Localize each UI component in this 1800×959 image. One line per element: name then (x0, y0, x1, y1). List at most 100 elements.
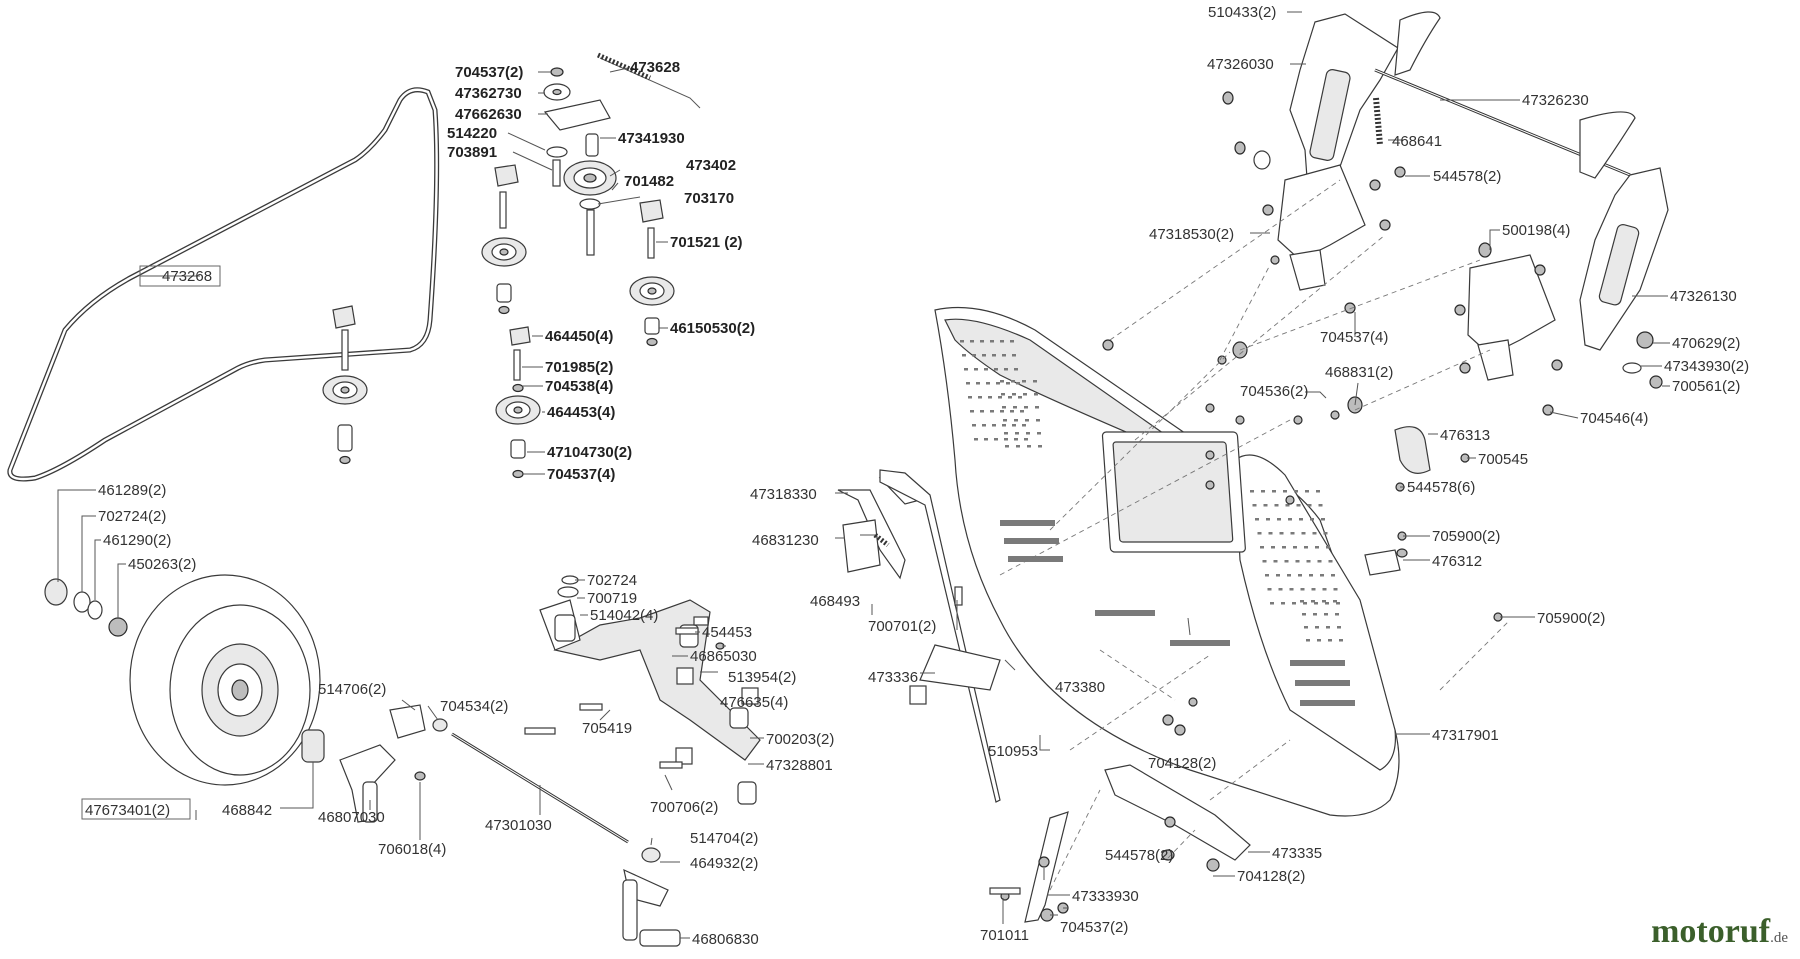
label-47301030: 47301030 (485, 817, 552, 834)
panel-perforation (992, 424, 996, 427)
panel-perforation (1027, 445, 1031, 448)
panel-perforation (1015, 432, 1019, 435)
panel-perforation (1013, 406, 1017, 409)
label-544578c: 544578(2) (1105, 847, 1173, 864)
label-461290: 461290(2) (103, 532, 171, 549)
label-476312: 476312 (1432, 553, 1482, 570)
panel-perforation (1292, 602, 1296, 605)
lower-linkage (989, 697, 1251, 923)
panel-perforation (1312, 532, 1317, 535)
label-704537d: 704537(4) (547, 466, 615, 483)
panel-perforation (1281, 602, 1285, 605)
panel-perforation (1317, 639, 1321, 642)
label-476313: 476313 (1440, 427, 1490, 444)
label-700701: 700701(2) (868, 618, 936, 635)
panel-perforation (1010, 410, 1014, 413)
panel-perforation (1023, 393, 1027, 396)
panel-perforation (978, 396, 982, 399)
panel-perforation (1020, 410, 1024, 413)
label-450263: 450263(2) (128, 556, 196, 573)
label-47326230: 47326230 (1522, 92, 1589, 109)
panel-perforation (1012, 424, 1016, 427)
panel-perforation (1320, 574, 1324, 577)
panel-perforation (980, 340, 984, 343)
panel-perforation (1317, 560, 1322, 563)
label-514220: 514220 (447, 125, 497, 142)
label-46806830: 46806830 (692, 931, 759, 948)
label-514704: 514704(2) (690, 830, 758, 847)
panel-perforation (1305, 490, 1309, 493)
label-700719: 700719 (587, 590, 637, 607)
panel-perforation (1033, 380, 1037, 383)
panel-perforation (968, 396, 972, 399)
label-468641: 468641 (1392, 133, 1442, 150)
panel-perforation (1263, 504, 1268, 507)
label-704536: 704536(2) (1240, 383, 1308, 400)
panel-perforation (964, 368, 968, 371)
label-705900b: 705900(2) (1537, 610, 1605, 627)
panel-perforation (1268, 532, 1273, 535)
label-473335: 473335 (1272, 845, 1322, 862)
panel-perforation (1321, 518, 1325, 521)
panel-perforation (974, 438, 978, 441)
panel-perforation (1260, 546, 1264, 549)
panel-perforation (984, 368, 988, 371)
panel-perforation (1326, 626, 1330, 629)
label-464453: 464453(4) (547, 404, 615, 421)
panel-perforation (1282, 546, 1286, 549)
panel-perforation (1324, 613, 1328, 616)
panel-perforation (1306, 639, 1310, 642)
label-464450: 464450(4) (545, 328, 613, 345)
main-panel-47317901 (934, 306, 1400, 817)
label-473268: 473268 (162, 268, 212, 285)
drive-belt-473268 (7, 87, 440, 482)
panel-perforation (982, 354, 986, 357)
label-704546: 704546(4) (1580, 410, 1648, 427)
panel-perforation (972, 354, 976, 357)
panel-perforation (1001, 393, 1005, 396)
panel-perforation (1252, 504, 1257, 507)
panel-perforation (994, 368, 998, 371)
label-47673401: 47673401(2) (85, 802, 170, 819)
panel-perforation (1026, 432, 1030, 435)
panel-perforation (1326, 546, 1330, 549)
panel-perforation (960, 340, 964, 343)
panel-perforation (1000, 380, 1004, 383)
panel-perforation (1267, 588, 1272, 591)
label-47662630: 47662630 (455, 106, 522, 123)
panel-perforation (1262, 560, 1267, 563)
panel-perforation (970, 410, 974, 413)
panel-perforation (1283, 490, 1287, 493)
label-468493: 468493 (810, 593, 860, 610)
panel-perforation (1270, 602, 1274, 605)
panel-perforation (1333, 600, 1337, 603)
panel-perforation (1014, 419, 1018, 422)
panel-perforation (1279, 532, 1284, 535)
label-700561: 700561(2) (1672, 378, 1740, 395)
panel-perforation (1304, 546, 1308, 549)
label-468831: 468831(2) (1325, 364, 1393, 381)
panel-perforation (1306, 560, 1311, 563)
label-514042: 514042(4) (590, 607, 658, 624)
panel-perforation (1323, 532, 1328, 535)
label-704534: 704534(2) (440, 698, 508, 715)
panel-perforation (1295, 560, 1300, 563)
label-704128b: 704128(2) (1237, 868, 1305, 885)
label-705419: 705419 (582, 720, 632, 737)
panel-perforation (1273, 560, 1278, 563)
label-473402: 473402 (686, 157, 736, 174)
label-514706: 514706(2) (318, 681, 386, 698)
panel-perforation (1299, 518, 1303, 521)
panel-perforation (1011, 380, 1015, 383)
panel-perforation (1266, 518, 1270, 521)
panel-perforation (1302, 613, 1306, 616)
label-47326130: 47326130 (1670, 288, 1737, 305)
label-510953: 510953 (988, 743, 1038, 760)
label-700203: 700203(2) (766, 731, 834, 748)
panel-perforation (970, 340, 974, 343)
panel-perforation (1005, 445, 1009, 448)
panel-perforation (1278, 588, 1283, 591)
label-464932: 464932(2) (690, 855, 758, 872)
leader-lines (57, 11, 1670, 939)
panel-perforation (1287, 574, 1291, 577)
